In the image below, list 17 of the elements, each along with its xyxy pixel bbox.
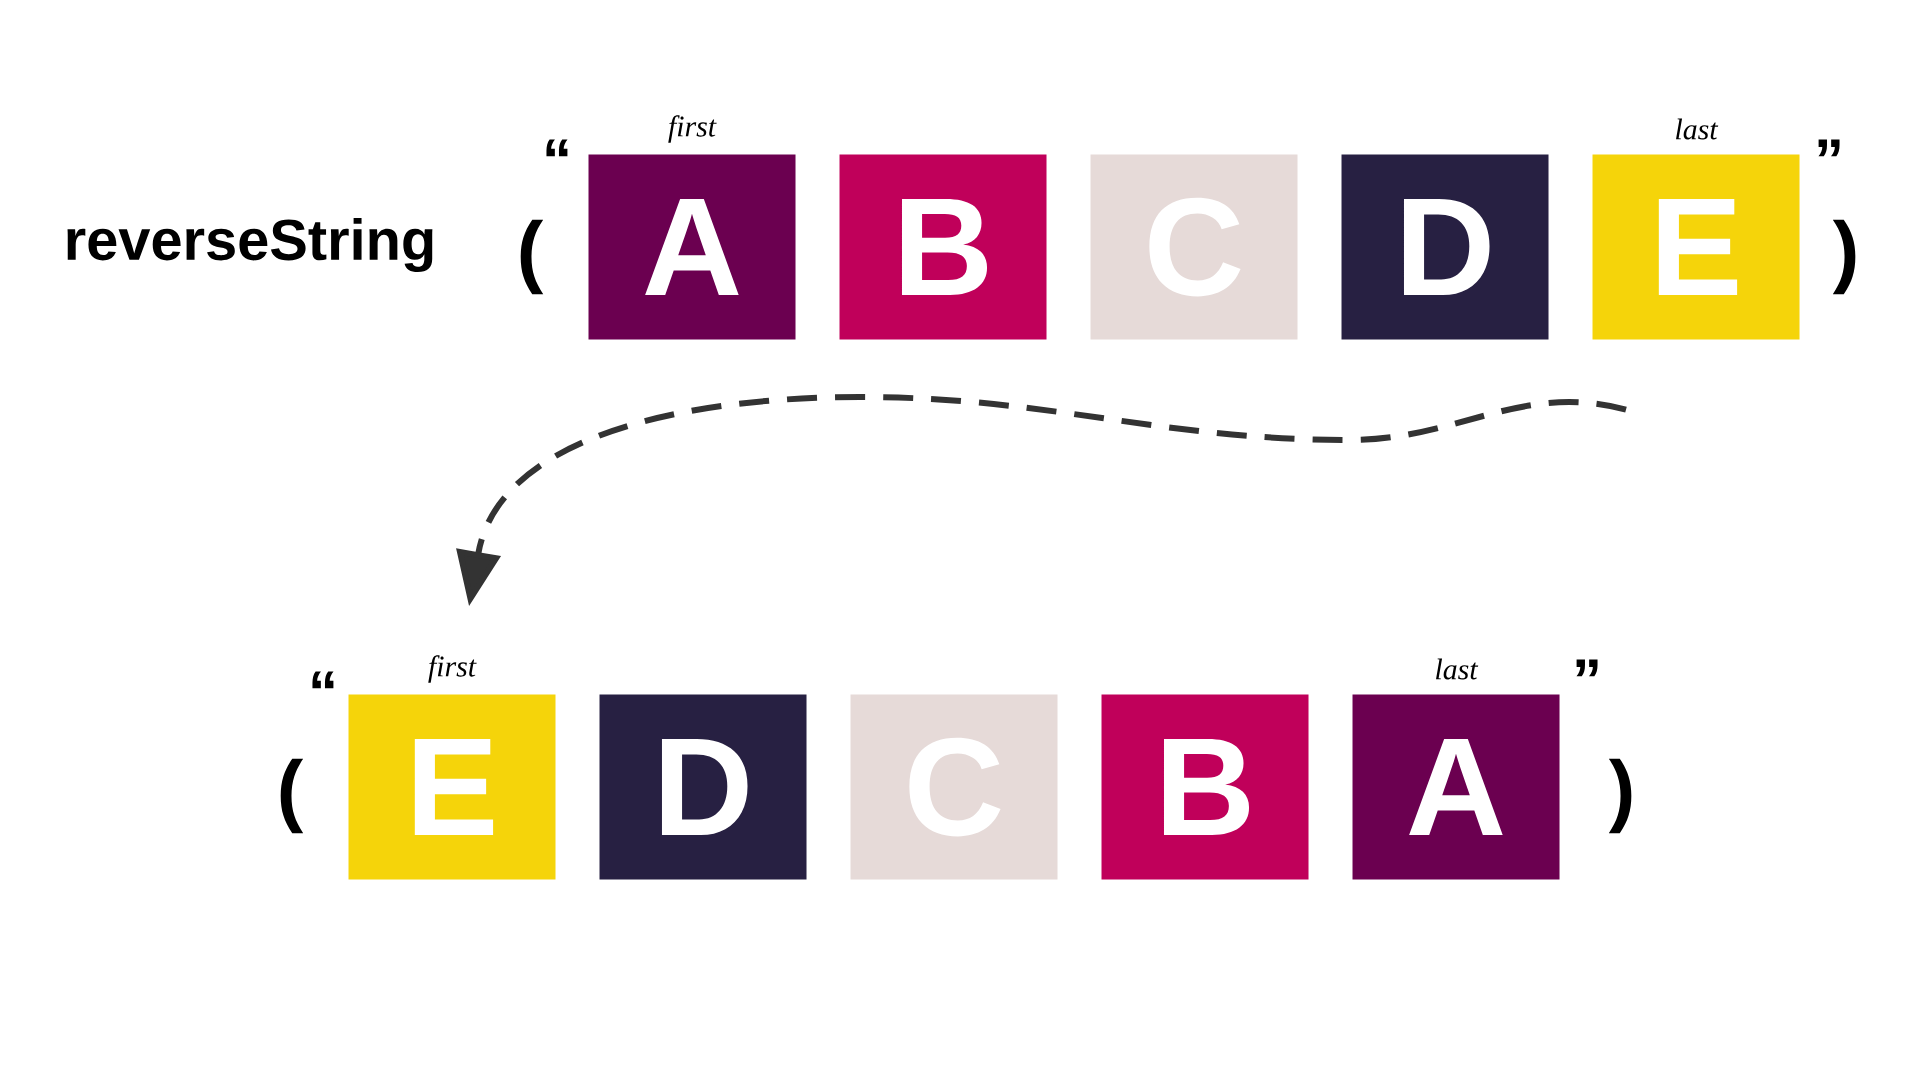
- letter-tile: D: [599, 694, 807, 880]
- letter-tile: E: [1592, 154, 1800, 340]
- letter-tile: A: [1352, 694, 1560, 880]
- index-label: last: [1436, 658, 1479, 680]
- index-label: first: [428, 655, 477, 683]
- index-label: first: [668, 115, 717, 143]
- letter-tile: A: [588, 154, 796, 340]
- quotation-mark: “: [312, 671, 334, 689]
- function-name: reverseString: [67, 217, 433, 273]
- quotation-mark: ”: [1576, 659, 1598, 677]
- quotation-mark: ”: [1818, 139, 1840, 157]
- letter-tile: D: [1341, 154, 1549, 340]
- index-label: last: [1676, 118, 1719, 140]
- letter-tile: E: [348, 694, 556, 880]
- letter-tile: B: [839, 154, 1047, 340]
- letter-tile: B: [1101, 694, 1309, 880]
- quotation-mark: “: [546, 139, 568, 157]
